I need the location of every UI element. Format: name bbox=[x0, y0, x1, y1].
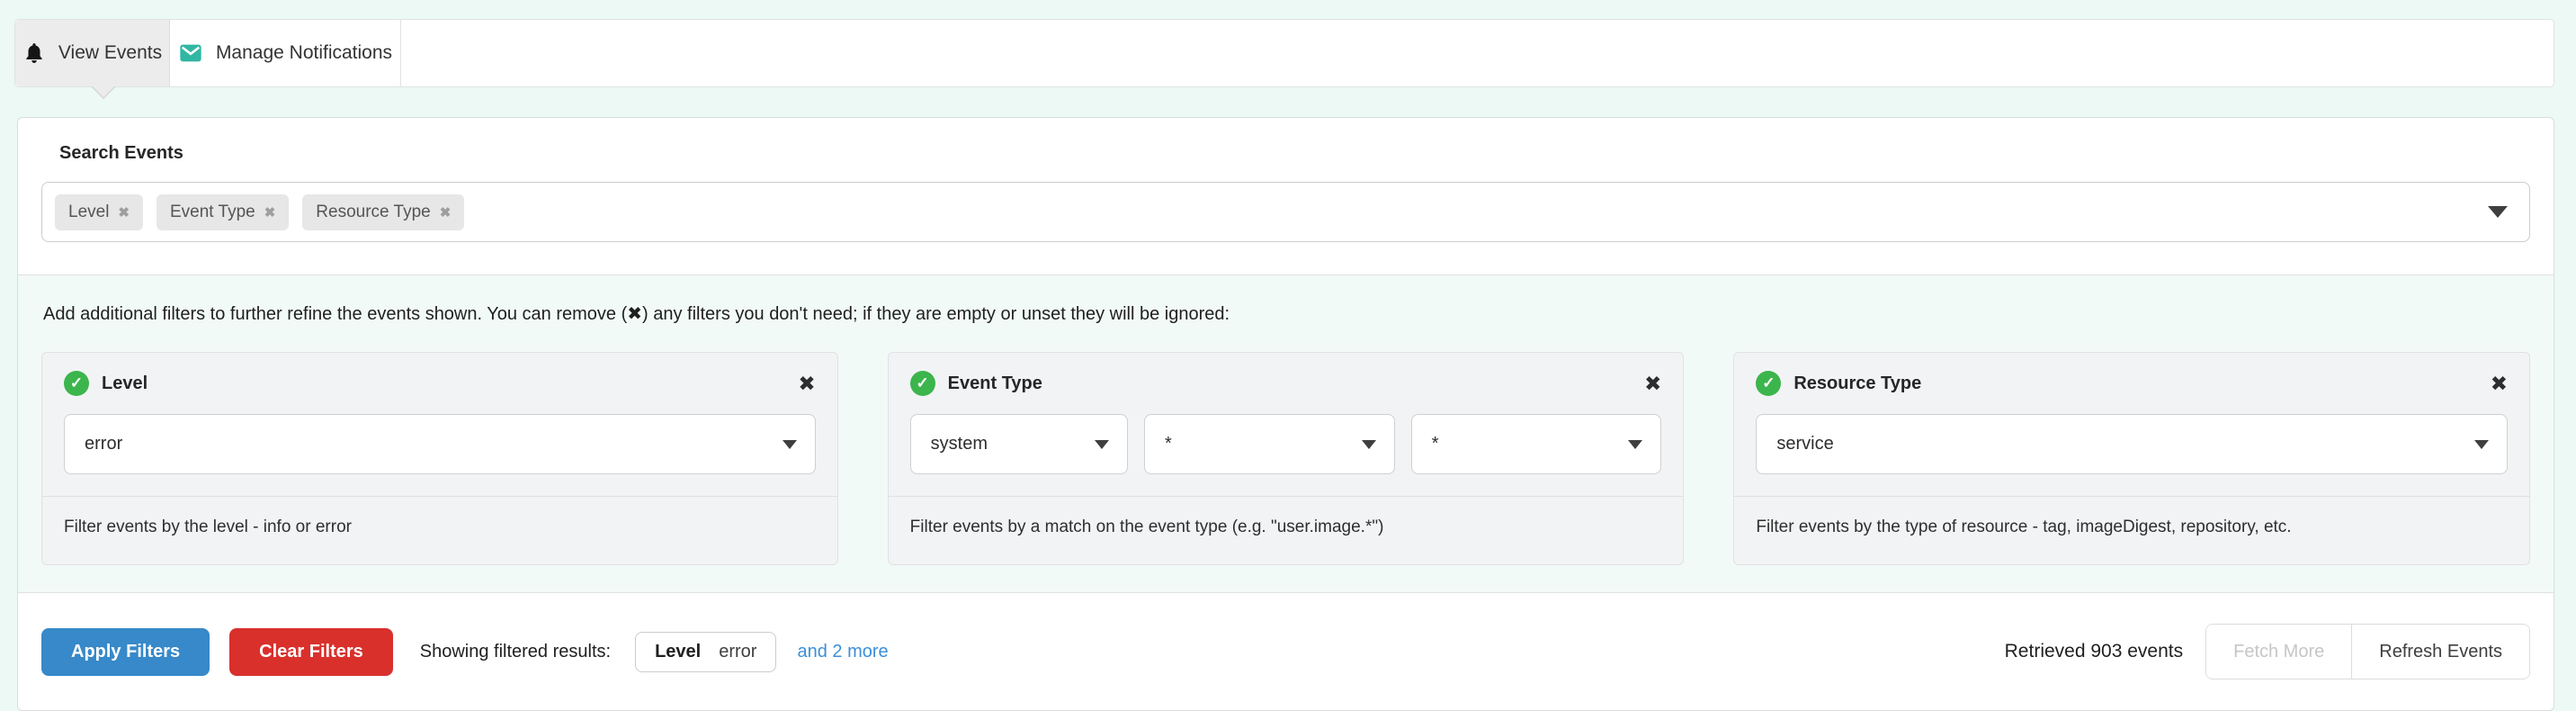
caret-down-icon bbox=[1362, 440, 1376, 449]
resource-type-select[interactable]: service bbox=[1756, 414, 2508, 474]
tab-label: View Events bbox=[58, 42, 162, 64]
search-section: Search Events Level ✖ Event Type ✖ Resou… bbox=[18, 118, 2554, 274]
search-heading: Search Events bbox=[59, 143, 2530, 164]
caret-down-icon bbox=[2474, 440, 2489, 449]
filter-card-event-type: ✓ Event Type ✖ system * * bbox=[888, 352, 1685, 565]
additional-filters-section: Add additional filters to further refine… bbox=[18, 274, 2554, 593]
badge-value: error bbox=[719, 642, 756, 662]
check-circle-icon: ✓ bbox=[1756, 371, 1781, 396]
events-button-group: Fetch More Refresh Events bbox=[2205, 624, 2530, 680]
close-icon[interactable]: ✖ bbox=[1644, 374, 1661, 394]
retrieved-events-count: Retrieved 903 events bbox=[2005, 641, 2183, 662]
event-type-action-select[interactable]: * bbox=[1411, 414, 1662, 474]
bell-icon bbox=[22, 41, 46, 65]
card-title: Resource Type bbox=[1793, 374, 1921, 394]
fetch-more-button[interactable]: Fetch More bbox=[2206, 625, 2351, 679]
close-icon[interactable]: ✖ bbox=[798, 374, 815, 394]
chip-label: Event Type bbox=[170, 202, 255, 222]
select-value: error bbox=[85, 434, 122, 454]
select-value: system bbox=[931, 434, 988, 454]
card-help-text: Filter events by the type of resource - … bbox=[1734, 497, 2529, 564]
tab-bar: View Events Manage Notifications bbox=[14, 19, 2554, 87]
actions-footer: Apply Filters Clear Filters Showing filt… bbox=[18, 593, 2554, 710]
showing-results-label: Showing filtered results: bbox=[420, 642, 611, 662]
caret-down-icon bbox=[1095, 440, 1109, 449]
event-type-subject-select[interactable]: * bbox=[1144, 414, 1395, 474]
chip-remove-icon[interactable]: ✖ bbox=[118, 204, 130, 220]
events-panel: Search Events Level ✖ Event Type ✖ Resou… bbox=[17, 117, 2554, 711]
tab-view-events[interactable]: View Events bbox=[15, 20, 170, 86]
search-filter-select[interactable]: Level ✖ Event Type ✖ Resource Type ✖ bbox=[41, 182, 2530, 242]
card-help-text: Filter events by a match on the event ty… bbox=[889, 497, 1684, 564]
card-help-text: Filter events by the level - info or err… bbox=[42, 497, 837, 564]
select-value: * bbox=[1432, 434, 1439, 454]
card-title: Level bbox=[102, 374, 148, 394]
caret-down-icon bbox=[1628, 440, 1642, 449]
active-tab-pointer-icon bbox=[93, 86, 114, 97]
chip-remove-icon[interactable]: ✖ bbox=[264, 204, 276, 220]
select-value: service bbox=[1776, 434, 1833, 454]
card-title: Event Type bbox=[948, 374, 1042, 394]
chip-remove-icon[interactable]: ✖ bbox=[440, 204, 452, 220]
select-value: * bbox=[1165, 434, 1172, 454]
active-filter-badge: Level error bbox=[635, 632, 776, 672]
filter-cards-row: ✓ Level ✖ error Filter events by the lev… bbox=[41, 352, 2530, 565]
close-icon[interactable]: ✖ bbox=[2491, 374, 2508, 394]
check-circle-icon: ✓ bbox=[64, 371, 89, 396]
chip-label: Level bbox=[68, 202, 109, 222]
chevron-down-icon[interactable] bbox=[2488, 206, 2508, 218]
more-filters-link[interactable]: and 2 more bbox=[797, 642, 888, 662]
filter-chip-event-type: Event Type ✖ bbox=[157, 194, 289, 230]
caret-down-icon bbox=[783, 440, 797, 449]
apply-filters-button[interactable]: Apply Filters bbox=[41, 628, 210, 676]
filter-card-level: ✓ Level ✖ error Filter events by the lev… bbox=[41, 352, 838, 565]
refresh-events-button[interactable]: Refresh Events bbox=[2351, 625, 2529, 679]
filter-card-resource-type: ✓ Resource Type ✖ service Filter events … bbox=[1733, 352, 2530, 565]
tab-label: Manage Notifications bbox=[216, 42, 392, 64]
filters-intro-text: Add additional filters to further refine… bbox=[43, 302, 2530, 325]
filter-chip-resource-type: Resource Type ✖ bbox=[302, 194, 464, 230]
chip-label: Resource Type bbox=[316, 202, 430, 222]
level-select[interactable]: error bbox=[64, 414, 816, 474]
clear-filters-button[interactable]: Clear Filters bbox=[229, 628, 393, 676]
badge-name: Level bbox=[655, 642, 701, 662]
event-type-category-select[interactable]: system bbox=[910, 414, 1128, 474]
check-circle-icon: ✓ bbox=[910, 371, 935, 396]
envelope-icon bbox=[178, 40, 203, 66]
tab-manage-notifications[interactable]: Manage Notifications bbox=[170, 20, 401, 86]
filter-chip-level: Level ✖ bbox=[55, 194, 143, 230]
